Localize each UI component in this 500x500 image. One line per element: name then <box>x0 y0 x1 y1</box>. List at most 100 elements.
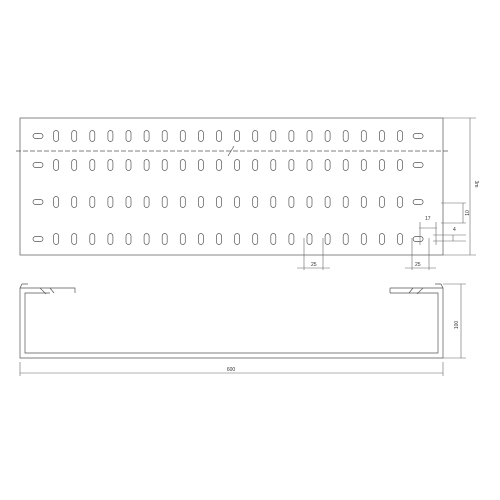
perforation-hole <box>379 233 385 245</box>
perforation-hole <box>397 130 403 142</box>
perforation-hole <box>379 159 385 171</box>
perforation-hole <box>71 233 78 245</box>
perforation-hole <box>161 130 168 142</box>
tray-outline <box>19 117 444 256</box>
width-label: 600 <box>227 367 236 373</box>
perforation-hole <box>360 233 367 245</box>
perforation-hole <box>324 233 331 245</box>
perforation-hole <box>32 133 44 139</box>
perforation-hole <box>270 233 277 245</box>
perforation-hole <box>89 196 96 208</box>
perforation-hole <box>179 196 186 208</box>
perforation-hole <box>234 196 240 208</box>
section-outer <box>19 287 444 359</box>
perforation-hole <box>412 133 424 139</box>
perforation-hole <box>198 159 204 171</box>
perforation-hole <box>270 159 277 171</box>
perforation-hole <box>360 130 367 142</box>
hole-height-label: 10 <box>465 210 471 216</box>
perforation-hole <box>270 196 277 208</box>
perforation-hole <box>234 130 240 142</box>
perforation-hole <box>379 130 385 142</box>
perforation-hole <box>107 159 114 171</box>
perforation-hole <box>125 159 132 171</box>
perforation-hole <box>306 196 313 208</box>
perforation-hole <box>143 196 150 208</box>
pitch-label-left: 25 <box>311 262 317 268</box>
perforation-hole <box>234 159 240 171</box>
perforation-hole <box>89 130 96 142</box>
height-label: 100 <box>454 321 460 330</box>
perforation-hole <box>89 159 96 171</box>
perforation-hole <box>179 130 186 142</box>
hole-width-label: 17 <box>425 216 431 222</box>
perforation-hole <box>306 159 313 171</box>
perforation-hole <box>32 236 44 242</box>
perforation-hole <box>324 159 331 171</box>
perforation-hole <box>179 159 186 171</box>
perforation-hole <box>198 130 204 142</box>
cross-section <box>19 283 444 359</box>
perforation-hole <box>342 159 349 171</box>
perforation-hole <box>198 233 204 245</box>
height-dimension <box>443 283 466 359</box>
perforation-hole <box>397 159 403 171</box>
perforation-hole <box>161 196 168 208</box>
perforation-hole <box>306 233 313 245</box>
perforation-hole <box>53 130 59 142</box>
perforation-hole <box>288 233 295 245</box>
right-rolled-lip <box>389 283 444 295</box>
perforation-hole <box>143 130 150 142</box>
perforation-hole <box>216 130 222 142</box>
perforation-hole <box>216 159 222 171</box>
perforation-hole <box>89 233 96 245</box>
perforation-hole <box>32 199 44 205</box>
perforation-hole <box>270 130 277 142</box>
perforation-hole <box>252 233 259 245</box>
perforation-holes <box>32 130 424 245</box>
perforation-hole <box>306 130 313 142</box>
section-inner <box>24 292 439 354</box>
perforation-hole <box>288 196 295 208</box>
perforation-hole <box>342 130 349 142</box>
perforation-hole <box>360 196 367 208</box>
perforation-hole <box>216 196 222 208</box>
perforation-hole <box>324 196 331 208</box>
perforation-hole <box>107 130 114 142</box>
perforation-hole <box>143 233 150 245</box>
perforation-hole <box>71 196 78 208</box>
centerline-mark <box>227 145 235 157</box>
perforation-hole <box>107 233 114 245</box>
perforation-hole <box>32 162 44 168</box>
perforation-hole <box>107 196 114 208</box>
perforation-hole <box>412 236 424 242</box>
top-view <box>16 117 448 256</box>
perforation-hole <box>252 196 259 208</box>
perforation-hole <box>412 162 424 168</box>
perforation-hole <box>234 233 240 245</box>
hole-radius-label: 4 <box>453 227 456 233</box>
perforation-hole <box>125 196 132 208</box>
perforation-hole <box>71 130 78 142</box>
perforation-hole <box>324 130 331 142</box>
perforation-hole <box>342 233 349 245</box>
perforation-hole <box>360 159 367 171</box>
perforation-hole <box>53 233 59 245</box>
perforation-hole <box>53 159 59 171</box>
pitch-dimensions <box>297 238 436 270</box>
perforation-hole <box>252 130 259 142</box>
length-label: 3m <box>473 181 479 188</box>
hole-detail-dimensions <box>419 202 466 245</box>
perforation-hole <box>161 233 168 245</box>
perforation-hole <box>125 233 132 245</box>
perforation-hole <box>252 159 259 171</box>
width-dimension <box>19 362 444 376</box>
pitch-label-right: 25 <box>415 262 421 268</box>
perforation-hole <box>53 196 59 208</box>
perforation-hole <box>143 159 150 171</box>
perforation-hole <box>198 196 204 208</box>
perforation-hole <box>288 130 295 142</box>
perforation-hole <box>397 196 403 208</box>
perforation-hole <box>397 233 403 245</box>
